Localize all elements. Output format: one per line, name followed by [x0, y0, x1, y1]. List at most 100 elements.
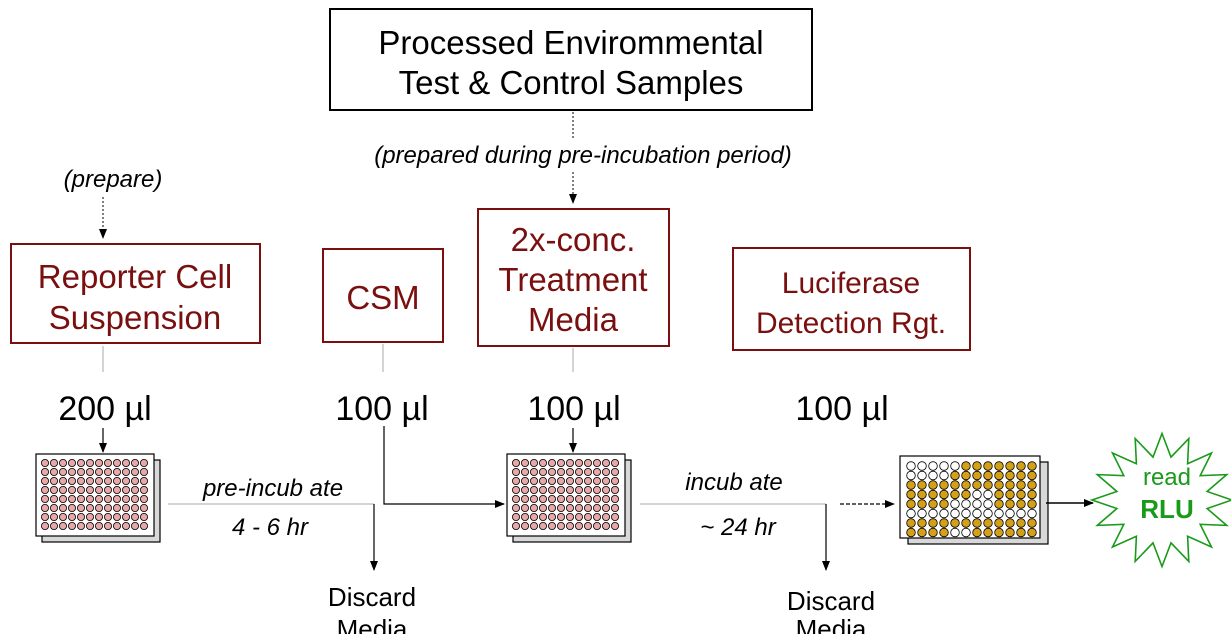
plate-well: [50, 458, 59, 467]
plate-well: [557, 467, 566, 476]
plate-well: [122, 522, 131, 531]
plate-well: [566, 494, 575, 503]
plate-well: [950, 470, 960, 481]
plate-well: [928, 480, 938, 490]
plate-well: [77, 513, 86, 522]
luciferase-line-1: Luciferase: [782, 267, 920, 300]
plate-well: [983, 508, 993, 519]
plate-well: [104, 522, 113, 531]
plate-well: [548, 467, 557, 476]
plate-well: [961, 489, 971, 500]
plate-well: [50, 522, 59, 531]
plate-well: [983, 499, 993, 509]
reporter-cell-box: Reporter Cell Suspension: [10, 243, 261, 344]
plate-well: [961, 518, 971, 528]
plate-well: [521, 485, 530, 494]
plate-well: [575, 458, 584, 467]
plate-well: [95, 522, 104, 531]
plate-well: [122, 485, 131, 494]
treatment-line-2: Treatment: [498, 261, 647, 298]
plate-well: [611, 458, 620, 467]
plate-well: [50, 494, 59, 503]
plate-well: [928, 527, 938, 538]
plate-well: [1005, 518, 1015, 528]
reporter-volume: 200 µl: [58, 390, 151, 428]
plate-1-reporter-cells: [35, 453, 161, 543]
plate-well: [994, 499, 1004, 509]
plate-well: [906, 489, 916, 500]
plate-well: [59, 513, 68, 522]
plate-well: [95, 503, 104, 512]
plate-well: [939, 499, 949, 509]
plate-well: [557, 503, 566, 512]
plate-well: [77, 467, 86, 476]
plate-well: [104, 476, 113, 485]
plate-well: [1016, 480, 1026, 490]
plate-well: [139, 476, 148, 485]
plate-well: [1016, 499, 1026, 509]
plate-well: [584, 494, 593, 503]
prepare-note: (prepare): [64, 166, 163, 193]
plate-well: [548, 503, 557, 512]
plate-well: [122, 458, 131, 467]
plate-well: [1016, 527, 1026, 538]
plate-well: [512, 503, 521, 512]
plate-well: [41, 503, 50, 512]
plate-well: [512, 458, 521, 467]
plate-well: [521, 467, 530, 476]
plate-2-treatment: [506, 453, 632, 543]
plate-well: [139, 522, 148, 531]
plate-well: [50, 503, 59, 512]
plate-well: [593, 476, 602, 485]
plate-well: [139, 503, 148, 512]
plate-well: [1016, 508, 1026, 519]
plate-well: [961, 508, 971, 519]
plate-well: [928, 508, 938, 519]
plate-well: [994, 527, 1004, 538]
plate-well: [566, 467, 575, 476]
plate-well: [906, 499, 916, 509]
plate-well: [130, 467, 139, 476]
plate-well: [994, 480, 1004, 490]
plate-well: [972, 508, 982, 519]
plate-well: [584, 458, 593, 467]
plate-well: [1027, 480, 1037, 490]
plate-well: [59, 485, 68, 494]
plate-well: [86, 476, 95, 485]
plate-well: [68, 485, 77, 494]
plate-well: [41, 476, 50, 485]
plate-well: [77, 494, 86, 503]
plate-well: [593, 494, 602, 503]
plate-well: [77, 503, 86, 512]
plate-well: [86, 458, 95, 467]
csm-volume: 100 µl: [335, 390, 428, 428]
plate-well: [928, 518, 938, 528]
plate-well: [972, 470, 982, 481]
read-rlu-burst: read RLU: [1089, 431, 1231, 569]
plate-well: [566, 485, 575, 494]
plate-well: [1005, 470, 1015, 481]
plate-well: [906, 527, 916, 538]
plate-well: [575, 503, 584, 512]
plate-well: [972, 461, 982, 471]
plate-well: [584, 467, 593, 476]
plate-well: [593, 503, 602, 512]
plate-well: [521, 522, 530, 531]
plate-well: [104, 494, 113, 503]
plate-well: [961, 527, 971, 538]
plate-well: [950, 499, 960, 509]
plate-well: [602, 476, 611, 485]
plate-well: [95, 476, 104, 485]
plate-well: [122, 467, 131, 476]
discard-1-line-2: Media: [337, 614, 408, 634]
plate-well: [139, 458, 148, 467]
plate-well: [939, 527, 949, 538]
plate-well: [512, 485, 521, 494]
discard-2-line-2: Media: [796, 614, 867, 634]
plate-well: [113, 503, 122, 512]
plate-well: [512, 522, 521, 531]
incubate-label: incub ate: [685, 469, 782, 496]
plate-well: [50, 467, 59, 476]
plate-well: [906, 518, 916, 528]
plate-well: [521, 503, 530, 512]
